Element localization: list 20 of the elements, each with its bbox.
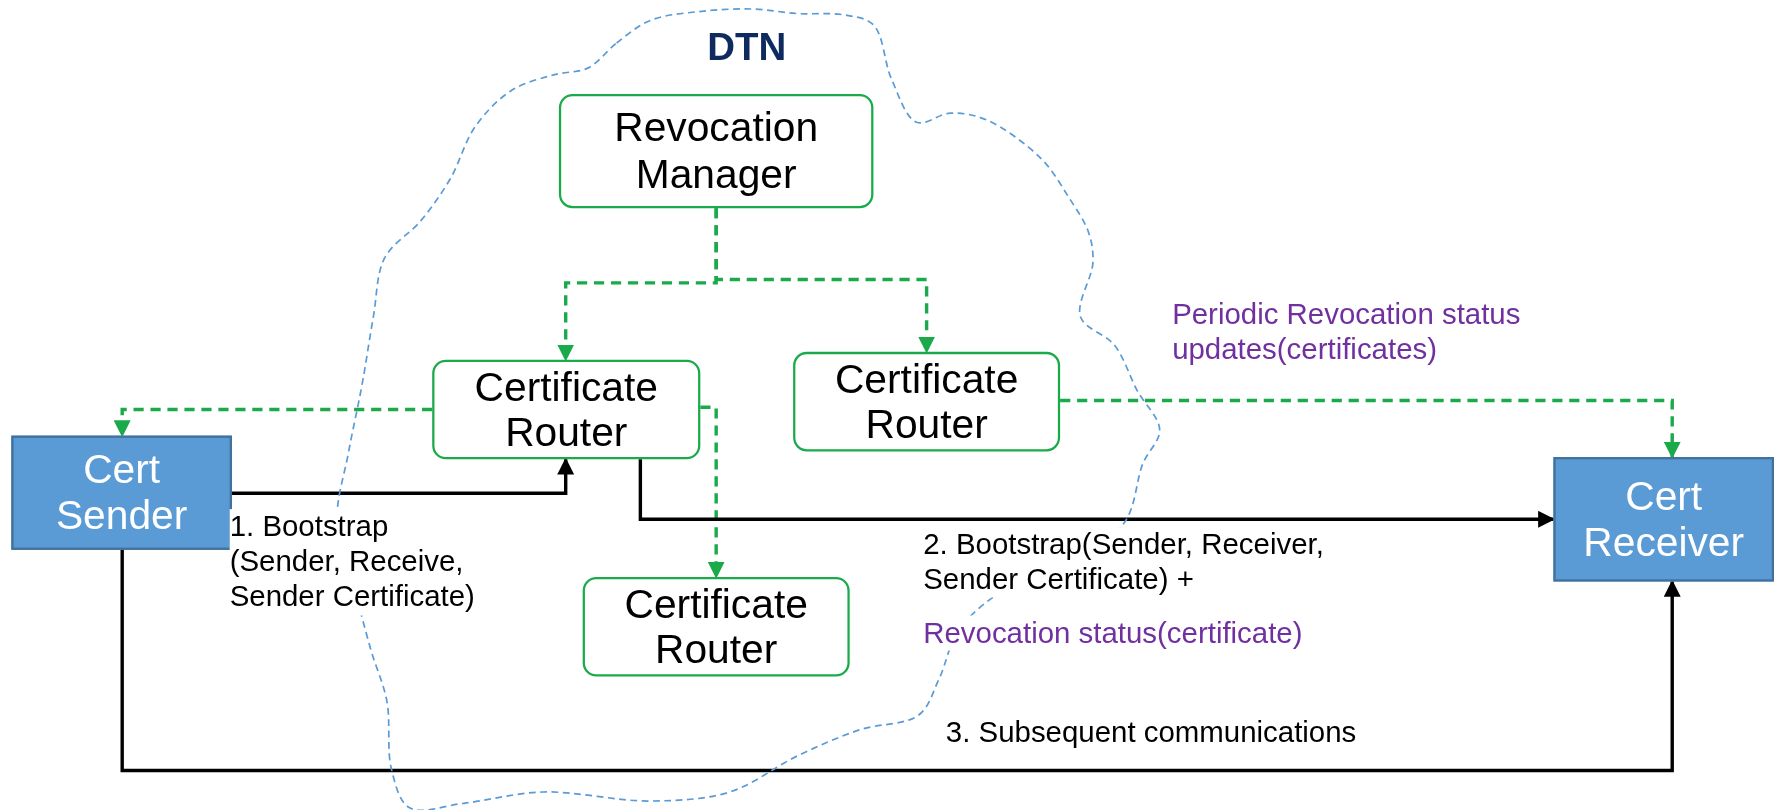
- endpoint-box: [1553, 457, 1774, 582]
- arrow: [231, 457, 575, 495]
- endpoint-box: [11, 435, 232, 550]
- region-title: DTN: [706, 24, 788, 68]
- process-box: [582, 577, 850, 677]
- process-box: [432, 359, 701, 460]
- node-label: Cert Receiver: [1582, 473, 1746, 565]
- arrow: [1060, 398, 1681, 459]
- node-label: Certificate Router: [473, 363, 659, 456]
- node-label: Cert Sender: [54, 447, 189, 539]
- arrow: [700, 405, 725, 579]
- node-label: Revocation Manager: [613, 105, 820, 197]
- arrow: [714, 208, 936, 354]
- arrow: [120, 549, 1681, 773]
- node-label: Certificate Router: [833, 356, 1020, 448]
- note-text: Revocation status(certificate): [923, 615, 1303, 651]
- process-box: [558, 93, 874, 209]
- process-box: [793, 351, 1061, 452]
- arrow: [113, 407, 433, 438]
- node-label: Certificate Router: [623, 581, 809, 673]
